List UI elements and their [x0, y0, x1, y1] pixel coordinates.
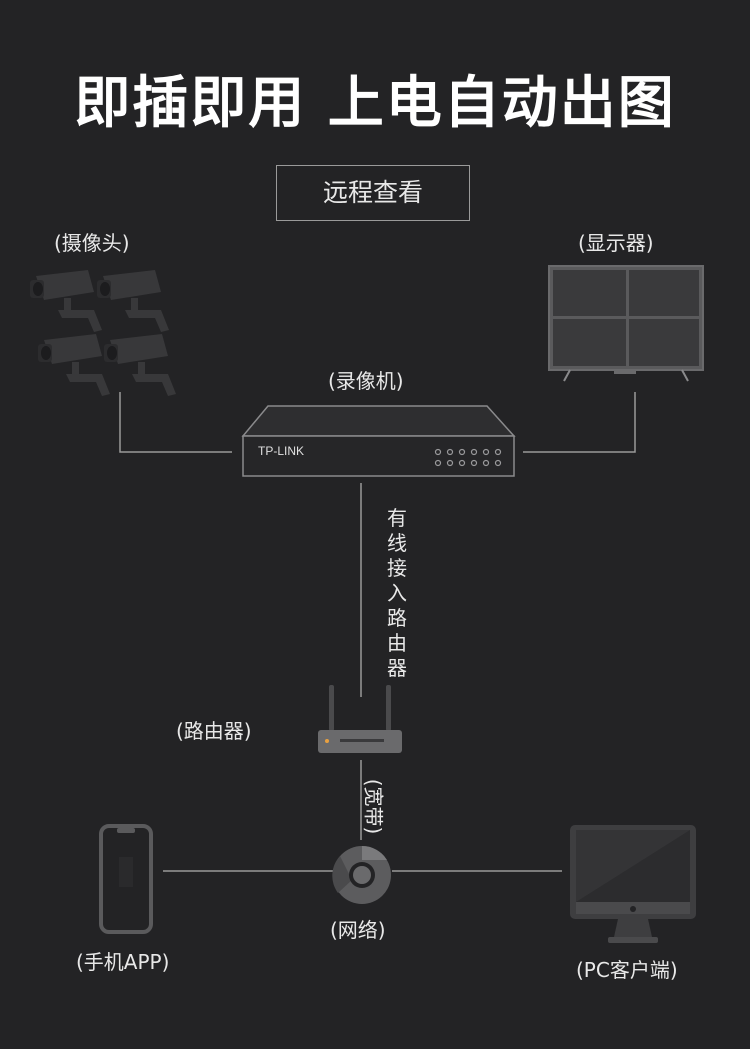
- nvr-brand-label: TP-LINK: [258, 444, 305, 458]
- network-globe-icon: [332, 845, 391, 904]
- nvr-label: (录像机): [328, 369, 404, 393]
- broadband-label: (宽带): [360, 770, 390, 836]
- nvr-device-icon: [241, 405, 516, 477]
- headline: 即插即用 上电自动出图: [74, 71, 676, 136]
- wired-router-label: 有线接入路由器: [387, 506, 407, 680]
- broadband-text: (宽带): [361, 778, 386, 835]
- camera-label: (摄像头): [54, 231, 130, 255]
- monitor-icon: [548, 265, 704, 382]
- remote-view-box: 远程查看: [276, 165, 470, 221]
- network-label: (网络): [330, 918, 386, 942]
- camera-icon: [30, 270, 176, 396]
- phone-app-label: (手机APP): [76, 950, 170, 974]
- camera-to-nvr-line: [119, 392, 232, 453]
- display-to-nvr-line: [523, 392, 636, 453]
- router-label: (路由器): [176, 719, 252, 743]
- router-icon: [318, 685, 402, 753]
- connector-lines: [119, 392, 636, 872]
- smartphone-icon: [99, 824, 153, 934]
- display-label: (显示器): [578, 231, 654, 255]
- pc-monitor-icon: [570, 825, 696, 943]
- pc-client-label: (PC客户端): [576, 958, 678, 982]
